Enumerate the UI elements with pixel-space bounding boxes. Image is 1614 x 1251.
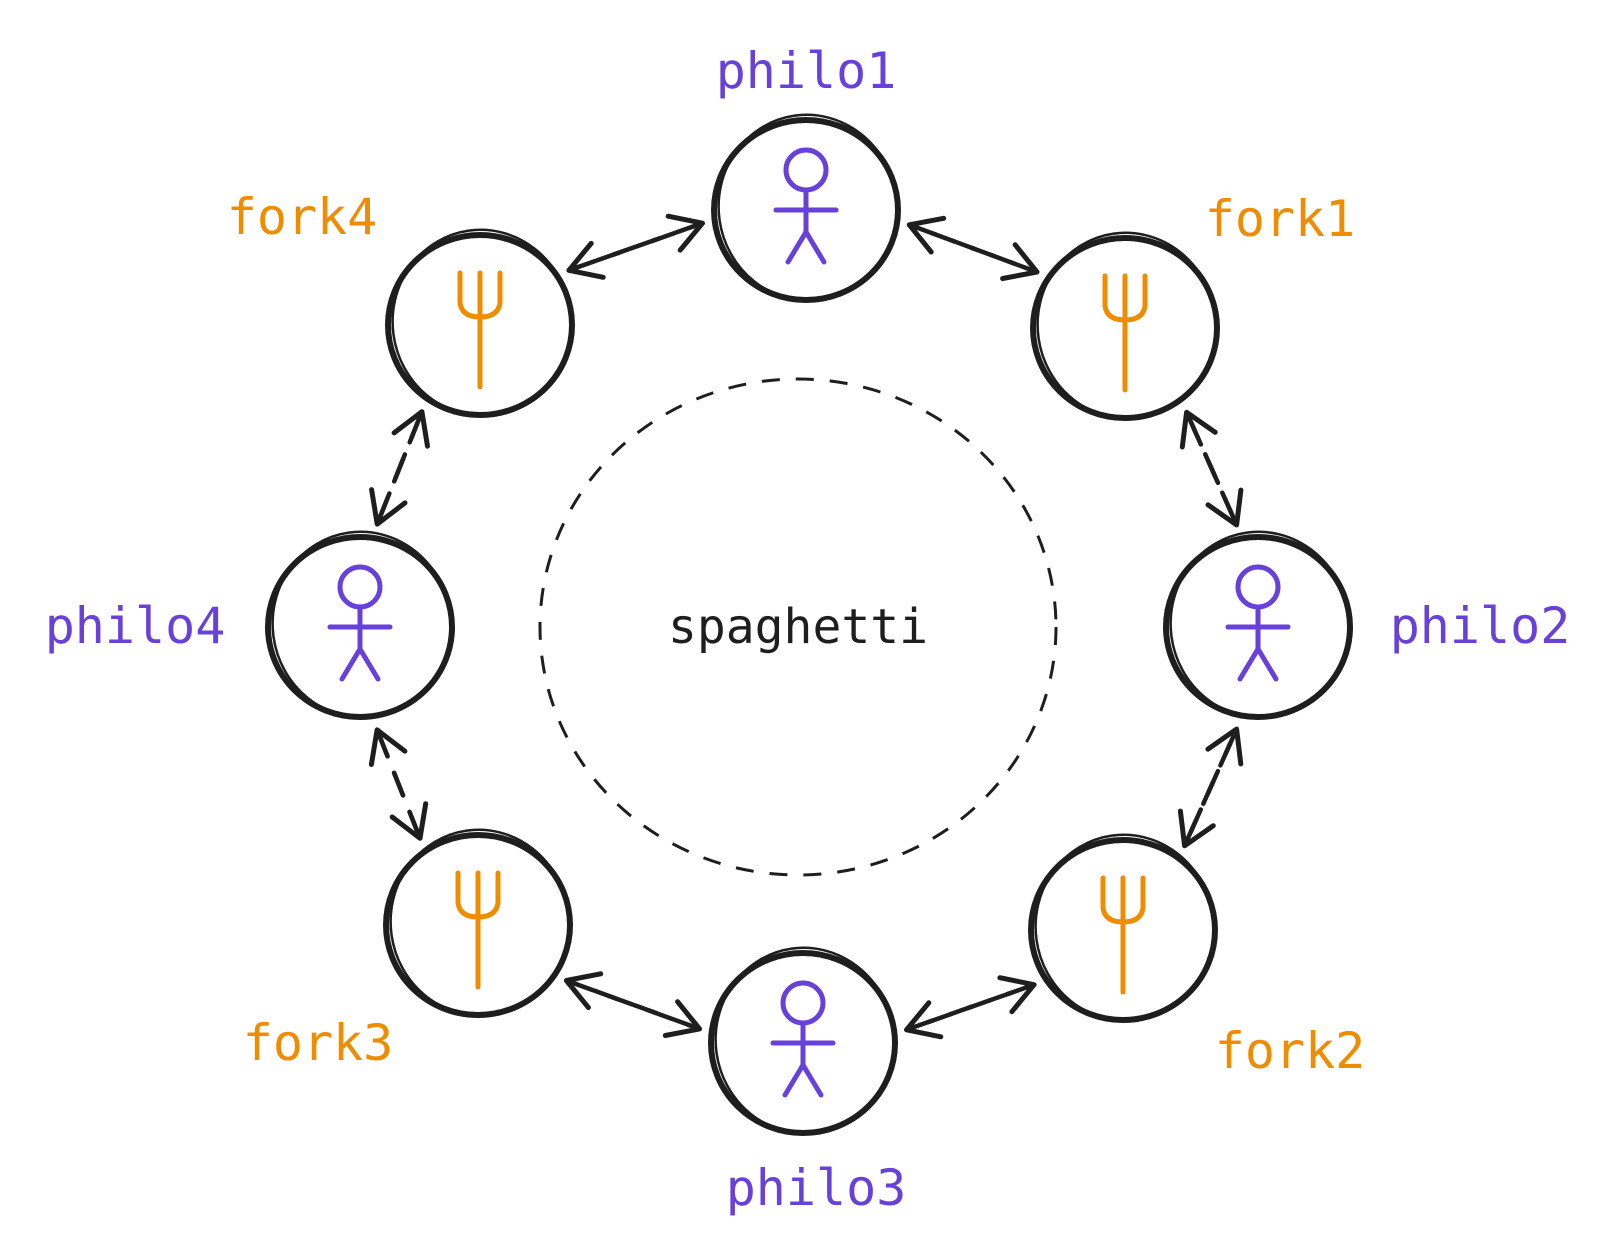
edge-philo2-to-fork1 bbox=[1179, 409, 1238, 524]
spaghetti-label: spaghetti bbox=[668, 599, 928, 655]
fork1-label: fork1 bbox=[1205, 190, 1356, 248]
edge-line bbox=[570, 220, 705, 272]
edge-line bbox=[1184, 410, 1238, 524]
fork2-label: fork2 bbox=[1215, 1022, 1366, 1080]
node-circle-sketch bbox=[389, 828, 571, 1017]
nodes: philo1 fork1 philo2 fork2 philo3 fork3 philo4 f… bbox=[45, 42, 1571, 1217]
edge-fork4-to-philo1 bbox=[570, 213, 705, 272]
spaghetti-plate: spaghetti bbox=[538, 377, 1058, 877]
edge-line bbox=[566, 222, 701, 273]
stick-figure-icon bbox=[1225, 564, 1291, 682]
arrowhead bbox=[906, 215, 947, 255]
arrowhead bbox=[662, 999, 703, 1038]
fork-icon bbox=[457, 270, 503, 390]
edge-line bbox=[564, 978, 699, 1030]
edges bbox=[368, 213, 1244, 1040]
philo1-label: philo1 bbox=[716, 42, 897, 100]
edge-line bbox=[567, 979, 702, 1032]
arrowhead bbox=[904, 1000, 944, 1040]
arrowhead bbox=[369, 487, 408, 527]
arrowhead bbox=[566, 240, 606, 280]
edge-philo4-to-fork3 bbox=[376, 731, 429, 841]
node-philo3: philo3 bbox=[708, 946, 907, 1217]
edge-fork4-to-philo4 bbox=[369, 413, 423, 527]
plate-circle bbox=[538, 377, 1058, 877]
edge-fork3-to-philo3 bbox=[567, 979, 703, 1038]
arrowhead bbox=[1000, 242, 1040, 281]
node-fork1: fork1 bbox=[1030, 190, 1356, 421]
arrowhead bbox=[389, 801, 429, 841]
node-circle-sketch bbox=[717, 113, 899, 302]
arrowhead bbox=[1177, 808, 1216, 849]
stick-figure-icon bbox=[327, 564, 393, 682]
arrowhead bbox=[1205, 726, 1244, 767]
node-fork2: fork2 bbox=[1028, 833, 1366, 1080]
philo3-label: philo3 bbox=[726, 1159, 907, 1217]
arrowhead bbox=[1179, 409, 1218, 450]
node-philo2: philo2 bbox=[1163, 530, 1571, 720]
arrowhead bbox=[563, 971, 604, 1011]
edge-philo3-to-fork3 bbox=[563, 971, 699, 1030]
fork-icon bbox=[455, 870, 501, 990]
fork-icon bbox=[1102, 273, 1148, 393]
arrowhead bbox=[1205, 487, 1244, 528]
node-circle-sketch bbox=[391, 228, 573, 417]
edge-line bbox=[1183, 726, 1239, 845]
edge-philo3-to-fork2 bbox=[908, 975, 1037, 1031]
fork4-label: fork4 bbox=[227, 188, 378, 246]
node-circle-sketch bbox=[714, 946, 896, 1135]
philo4-label: philo4 bbox=[45, 597, 226, 655]
node-circle-sketch bbox=[1034, 833, 1216, 1022]
stick-figure-icon bbox=[773, 147, 839, 265]
node-fork3: fork3 bbox=[243, 828, 573, 1072]
arrowhead bbox=[997, 975, 1037, 1015]
edge-fork1-to-philo1 bbox=[906, 215, 1036, 273]
arrowhead bbox=[391, 409, 430, 449]
node-circle-sketch bbox=[1036, 231, 1218, 420]
node-philo1: philo1 bbox=[711, 42, 901, 303]
stick-figure-icon bbox=[770, 980, 836, 1098]
edge-fork2-to-philo2 bbox=[1183, 726, 1244, 845]
arrowhead bbox=[368, 727, 408, 767]
fork3-label: fork3 bbox=[243, 1014, 394, 1072]
edge-line bbox=[907, 222, 1036, 273]
node-philo4: philo4 bbox=[45, 530, 455, 720]
arrowhead bbox=[665, 213, 705, 253]
edge-line bbox=[374, 413, 423, 527]
node-circle-sketch bbox=[271, 530, 453, 719]
node-circle-sketch bbox=[1169, 530, 1351, 719]
edge-line bbox=[376, 731, 423, 841]
edge-line bbox=[908, 982, 1037, 1031]
philo2-label: philo2 bbox=[1390, 597, 1571, 655]
edge-philo1-to-fork4 bbox=[566, 222, 701, 280]
fork-icon bbox=[1100, 875, 1146, 995]
node-fork4: fork4 bbox=[227, 188, 575, 418]
